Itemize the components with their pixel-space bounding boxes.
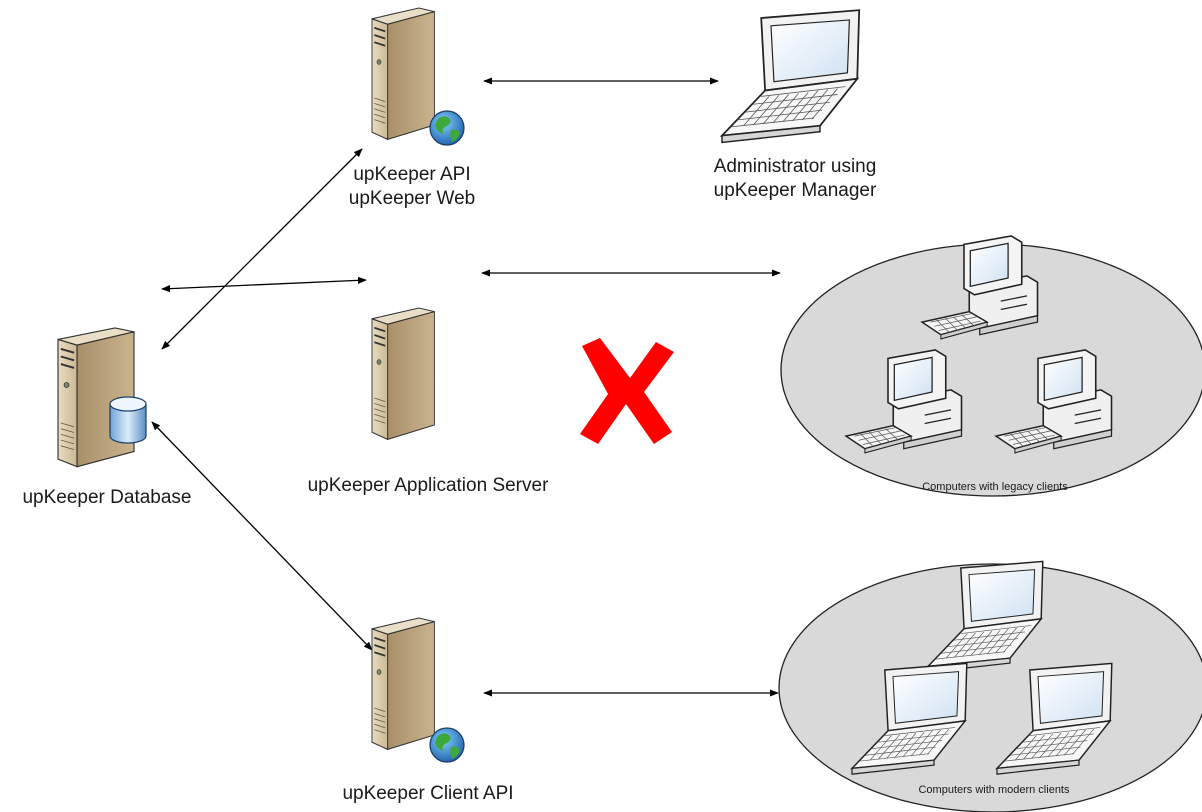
- modern-clients-label: Computers with modern clients: [918, 784, 1070, 796]
- laptop-icon: [721, 9, 861, 144]
- connector-database-clientapi: [151, 421, 373, 651]
- admin-label: Administrator using upKeeper Manager: [713, 156, 877, 201]
- api-web-label: upKeeper API upKeeper Web: [348, 164, 476, 209]
- blocked-x-icon: [580, 338, 674, 444]
- application-server-label: upKeeper Application Server: [307, 475, 549, 496]
- legacy-clients-label: Computers with legacy clients: [922, 481, 1068, 493]
- client-api-label: upKeeper Client API: [342, 783, 514, 804]
- connector-database-appserver: [161, 276, 367, 293]
- connector-database-api: [161, 148, 363, 350]
- application-server: [371, 307, 436, 444]
- globe-icon: [429, 727, 465, 763]
- client-api-server: [371, 617, 436, 754]
- database-icon: [109, 396, 147, 444]
- connectors: [151, 77, 781, 697]
- database-label: upKeeper Database: [22, 487, 192, 508]
- api-web-server: [371, 7, 436, 144]
- globe-icon: [429, 110, 465, 146]
